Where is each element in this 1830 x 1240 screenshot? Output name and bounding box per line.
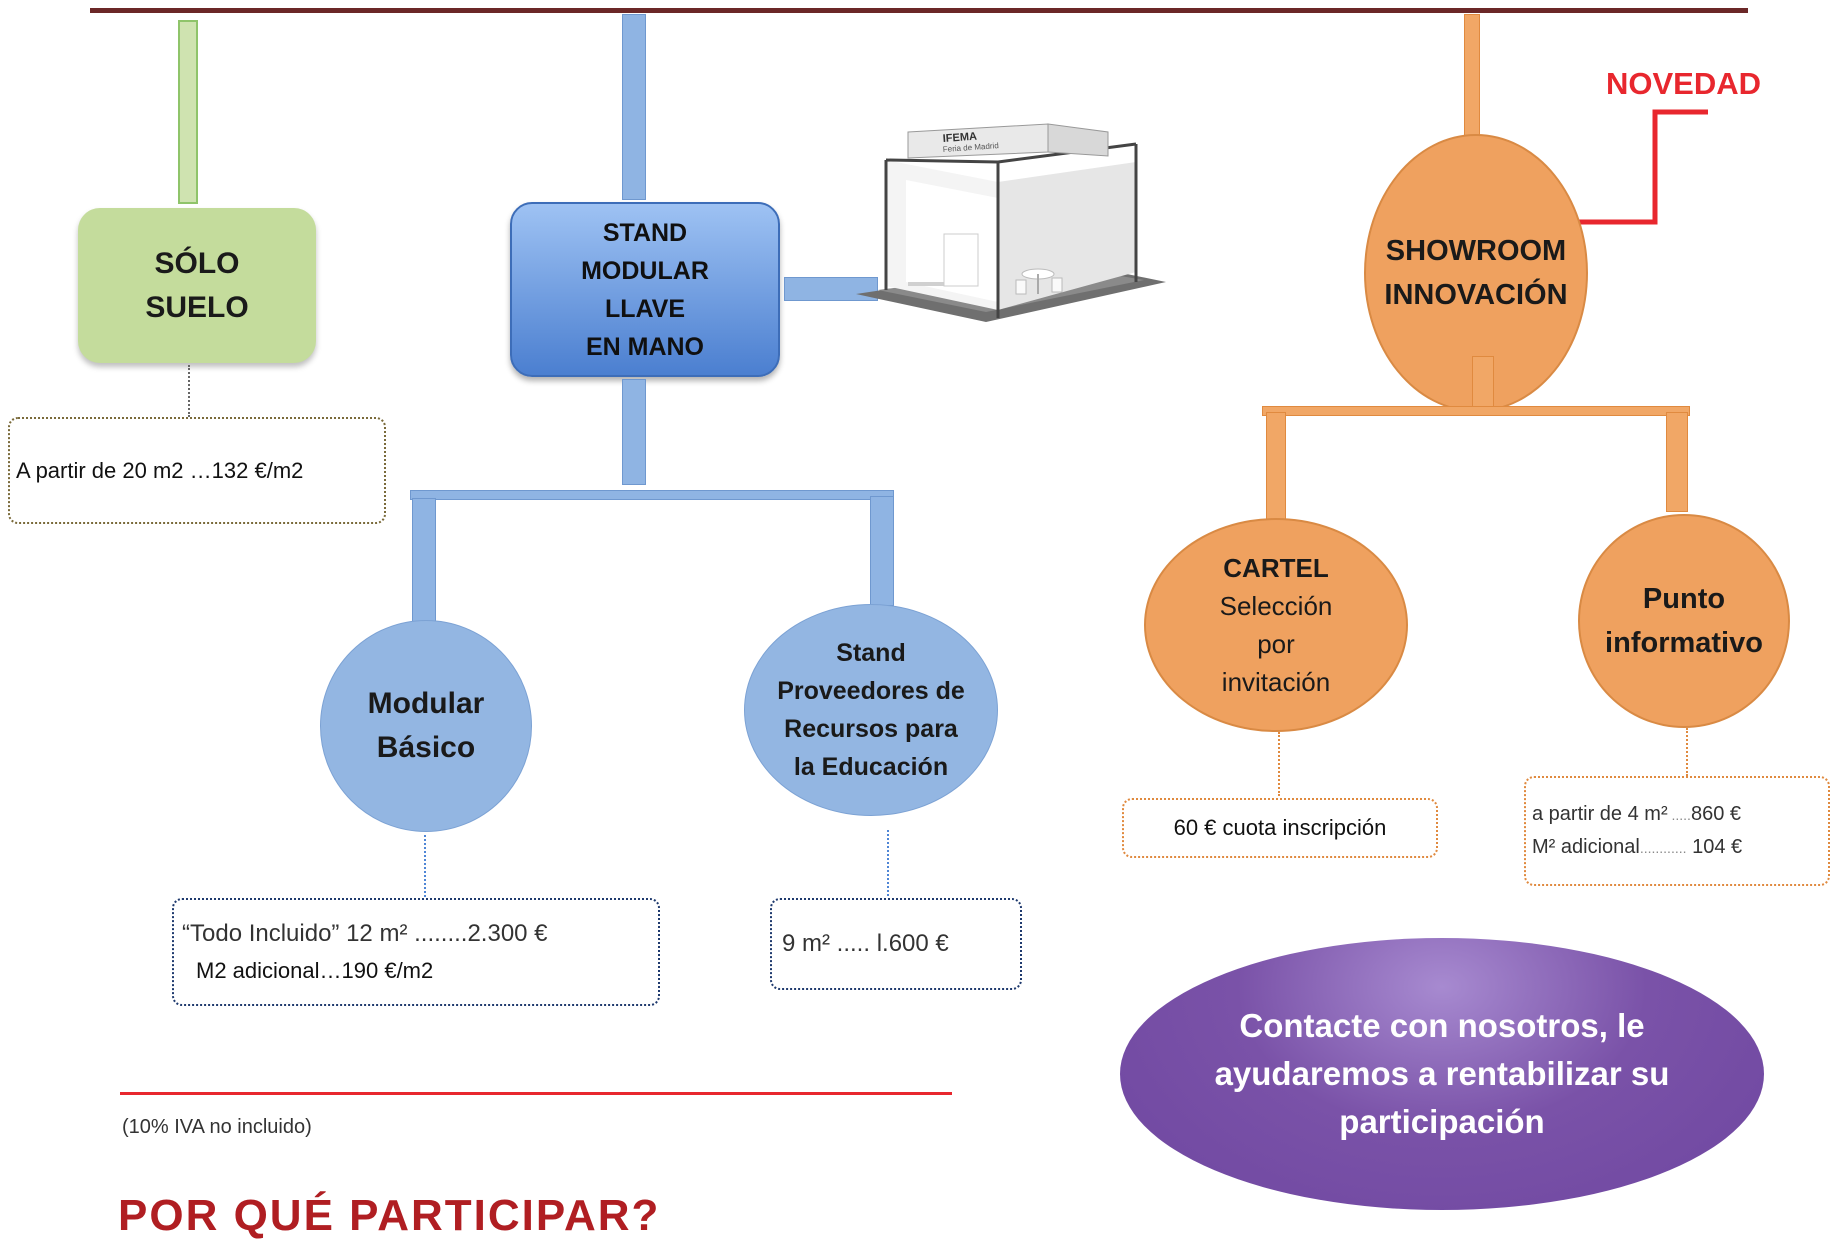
price-note-stand-proveedores: 9 m² ..... l.600 € — [770, 898, 1022, 990]
stand-illustration: IFEMA Feria de Madrid — [856, 123, 1166, 322]
bottom-heading: POR QUÉ PARTICIPAR? — [118, 1191, 661, 1240]
price-modular-basico-line-1: “Todo Incluido” 12 m² ........2.300 € — [182, 920, 658, 948]
connector-stand-modular-top — [622, 14, 646, 200]
node-solo-suelo: SÓLO SUELO — [78, 208, 316, 363]
price-punto-line-1-label: a partir de 4 m² — [1532, 803, 1668, 825]
node-showroom-line-1: SHOWROOM — [1385, 235, 1567, 267]
node-solo-suelo-line-2: SUELO — [145, 290, 249, 324]
node-showroom-line-2: INNOVACIÓN — [1384, 279, 1568, 311]
connector-punto — [1666, 412, 1688, 512]
price-note-modular-basico: “Todo Incluido” 12 m² ........2.300 € M2… — [172, 898, 660, 1006]
footnote: (10% IVA no incluido) — [122, 1116, 312, 1138]
price-punto-line-1: a partir de 4 m² .....860 € — [1532, 803, 1828, 826]
connector-stand-image — [784, 277, 878, 301]
connector-blue-horizontal — [410, 490, 894, 500]
footnote-rule — [120, 1092, 952, 1095]
connector-showroom-down — [1472, 356, 1494, 412]
leader-solo-suelo — [188, 365, 190, 417]
price-stand-proveedores-line: 9 m² ..... l.600 € — [782, 930, 1020, 958]
stand-sign-sub: Feria de Madrid — [943, 141, 1000, 154]
leader-stand-proveedores — [887, 830, 889, 896]
node-modular-basico-line-1: Modular — [367, 687, 485, 720]
connector-modular-basico — [412, 498, 436, 624]
price-modular-basico-value: 2.300 € — [467, 920, 548, 947]
price-modular-basico-line-2: M2 adicional…190 €/m2 — [196, 958, 434, 983]
price-punto-line-1-value: 860 € — [1690, 803, 1742, 825]
price-modular-basico-dots: ........ — [407, 920, 468, 947]
connector-solo-suelo — [178, 20, 198, 204]
connector-cartel — [1266, 412, 1286, 522]
node-cartel-line-1: Selección — [1219, 591, 1333, 621]
leader-modular-basico — [424, 835, 426, 897]
price-note-punto: a partir de 4 m² .....860 € M² adicional… — [1524, 776, 1830, 886]
leader-punto — [1686, 728, 1688, 776]
contact-text: Contacte con nosotros, le ayudaremos a r… — [1214, 1007, 1670, 1140]
price-punto-line-2-label: M² adicional — [1532, 836, 1640, 858]
price-punto-line-2-value: 104 € — [1692, 836, 1743, 858]
top-rule — [90, 8, 1748, 13]
price-solo-suelo: A partir de 20 m2 …132 €/m2 — [16, 457, 304, 483]
node-cartel-line-2: por — [1257, 629, 1295, 659]
price-stand-proveedores-dots: ..... — [830, 930, 871, 957]
price-punto-line-1-dots: ..... — [1667, 807, 1691, 823]
node-punto-line-1: Punto — [1642, 583, 1726, 615]
contact-ellipse[interactable]: Contacte con nosotros, le ayudaremos a r… — [1120, 938, 1764, 1210]
node-stand-proveedores-line-2: Proveedores de — [777, 677, 965, 705]
price-stand-proveedores-label: 9 m² — [782, 930, 830, 957]
node-cartel-title: CARTEL — [1223, 553, 1329, 583]
price-stand-proveedores-value: l.600 € — [876, 930, 949, 957]
node-stand-proveedores-line-4: la Educación — [793, 753, 949, 781]
connector-stand-modular-down — [622, 379, 646, 485]
connector-orange-horizontal — [1262, 406, 1690, 416]
node-cartel: CARTEL Selección por invitación — [1144, 518, 1408, 732]
node-stand-modular-line-4: EN MANO — [585, 332, 705, 361]
price-cartel: 60 € cuota inscripción — [1173, 815, 1387, 840]
node-stand-proveedores-line-3: Recursos para — [784, 715, 958, 743]
node-modular-basico: Modular Básico — [320, 620, 532, 832]
price-modular-basico-label: “Todo Incluido” 12 m² — [182, 920, 408, 947]
node-stand-modular-line-2: MODULAR — [581, 256, 709, 285]
node-punto-informativo: Punto informativo — [1578, 514, 1790, 728]
node-stand-modular-line-1: STAND — [602, 218, 688, 247]
connector-showroom-top — [1464, 14, 1480, 136]
price-note-solo-suelo: A partir de 20 m2 …132 €/m2 — [8, 417, 386, 524]
novedad-badge: NOVEDAD — [1606, 66, 1762, 101]
node-stand-proveedores: Stand Proveedores de Recursos para la Ed… — [744, 604, 998, 816]
node-cartel-line-3: invitación — [1221, 667, 1331, 697]
stand-sign-brand: IFEMA — [942, 131, 977, 145]
price-punto-line-2: M² adicional............ 104 € — [1532, 836, 1828, 859]
connector-stand-proveedores — [870, 496, 894, 606]
node-punto-line-2: informativo — [1605, 627, 1763, 659]
node-stand-modular: STAND MODULAR LLAVE EN MANO — [510, 202, 780, 377]
node-modular-basico-line-2: Básico — [376, 731, 476, 764]
novedad-connector — [1562, 109, 1708, 225]
node-stand-modular-line-3: LLAVE — [604, 294, 686, 323]
price-note-cartel: 60 € cuota inscripción — [1122, 798, 1438, 858]
price-punto-line-2-dots: ............ — [1639, 840, 1687, 856]
node-solo-suelo-line-1: SÓLO — [154, 246, 240, 280]
node-stand-proveedores-line-1: Stand — [836, 639, 906, 667]
leader-cartel — [1278, 732, 1280, 796]
